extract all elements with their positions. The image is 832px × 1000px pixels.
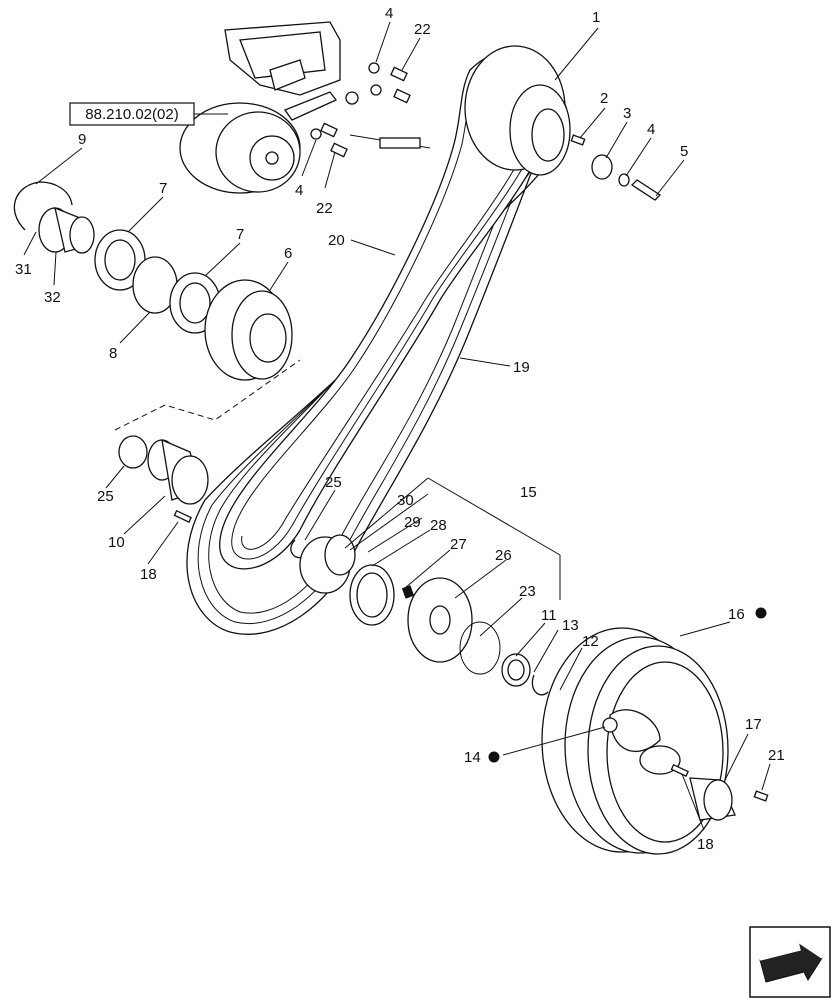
assembly-line-6: [114, 359, 301, 431]
callout-7-lower: 7: [236, 226, 244, 243]
callout-20: 20: [328, 232, 345, 249]
callout-31: 31: [15, 261, 32, 278]
bearing-11: [501, 653, 531, 687]
lock-washer-4: [618, 173, 630, 187]
leader-lines: [23, 21, 771, 831]
callout-27: 27: [450, 536, 467, 553]
snap-ring-9: [13, 181, 73, 231]
top-hardware: [310, 62, 411, 158]
callout-1: 1: [592, 9, 600, 26]
callout-7-upper: 7: [159, 180, 167, 197]
callout-5: 5: [680, 143, 688, 160]
callout-12: 12: [582, 633, 599, 650]
callout-14: 14: [464, 749, 481, 766]
clutch-hub: [299, 534, 356, 594]
callout-28: 28: [430, 517, 447, 534]
callout-29: 29: [404, 514, 421, 531]
callout-13: 13: [562, 617, 579, 634]
callout-25-right: 25: [325, 474, 342, 491]
callout-25-left: 25: [97, 488, 114, 505]
splined-hub-10: [147, 438, 209, 505]
callout-26: 26: [495, 547, 512, 564]
next-page-arrow-icon[interactable]: [749, 926, 831, 998]
bolt-5: [630, 179, 662, 201]
ring-25a: [118, 435, 148, 469]
callout-19: 19: [513, 359, 530, 376]
washer-3: [591, 154, 613, 180]
callout-labels: 1 2 3 4 4 4 5 6 7 7 8 9 10 11 12 13 14 1…: [15, 5, 785, 853]
flange-28: [349, 564, 395, 626]
pulley-6: [204, 279, 293, 381]
reference-box-text: 88.210.02(02): [85, 106, 178, 123]
callout-16: 16: [728, 606, 745, 623]
callout-4-upper: 4: [385, 5, 393, 22]
callout-8: 8: [109, 345, 117, 362]
bullet-marker-14: [488, 751, 500, 763]
callout-22-upper: 22: [414, 21, 431, 38]
callout-32: 32: [44, 289, 61, 306]
idler-bracket-assembly: [179, 21, 431, 194]
bullet-marker-16: [755, 607, 767, 619]
callout-18-left: 18: [140, 566, 157, 583]
shaft-key-2: [570, 134, 586, 146]
callout-9: 9: [78, 131, 86, 148]
callout-2: 2: [600, 90, 608, 107]
screw-21: [753, 790, 769, 802]
callout-30: 30: [397, 492, 414, 509]
bushing-32: [38, 206, 95, 254]
callout-11: 11: [541, 607, 557, 624]
drive-pulley-1: [464, 45, 571, 176]
callout-21: 21: [768, 747, 785, 764]
callout-17: 17: [745, 716, 762, 733]
callout-18-right: 18: [697, 836, 714, 853]
reference-callout[interactable]: 88.210.02(02): [69, 102, 195, 126]
spring-27: [401, 585, 415, 599]
key-18b: [670, 763, 689, 777]
gasket-23: [459, 621, 501, 675]
callout-15: 15: [520, 484, 537, 501]
callout-10: 10: [108, 534, 125, 551]
callout-6: 6: [284, 245, 292, 262]
callout-4-right: 4: [647, 121, 655, 138]
callout-23: 23: [519, 583, 536, 600]
callout-3: 3: [623, 105, 631, 122]
snap-ring-13: [531, 674, 549, 696]
callout-22-lower: 22: [316, 200, 333, 217]
callout-4-lower: 4: [295, 182, 303, 199]
taper-bushing-17: [689, 777, 736, 821]
roll-pin-18a: [173, 509, 192, 523]
friction-disc-26: [407, 577, 473, 663]
bearing-7a: [94, 229, 146, 291]
